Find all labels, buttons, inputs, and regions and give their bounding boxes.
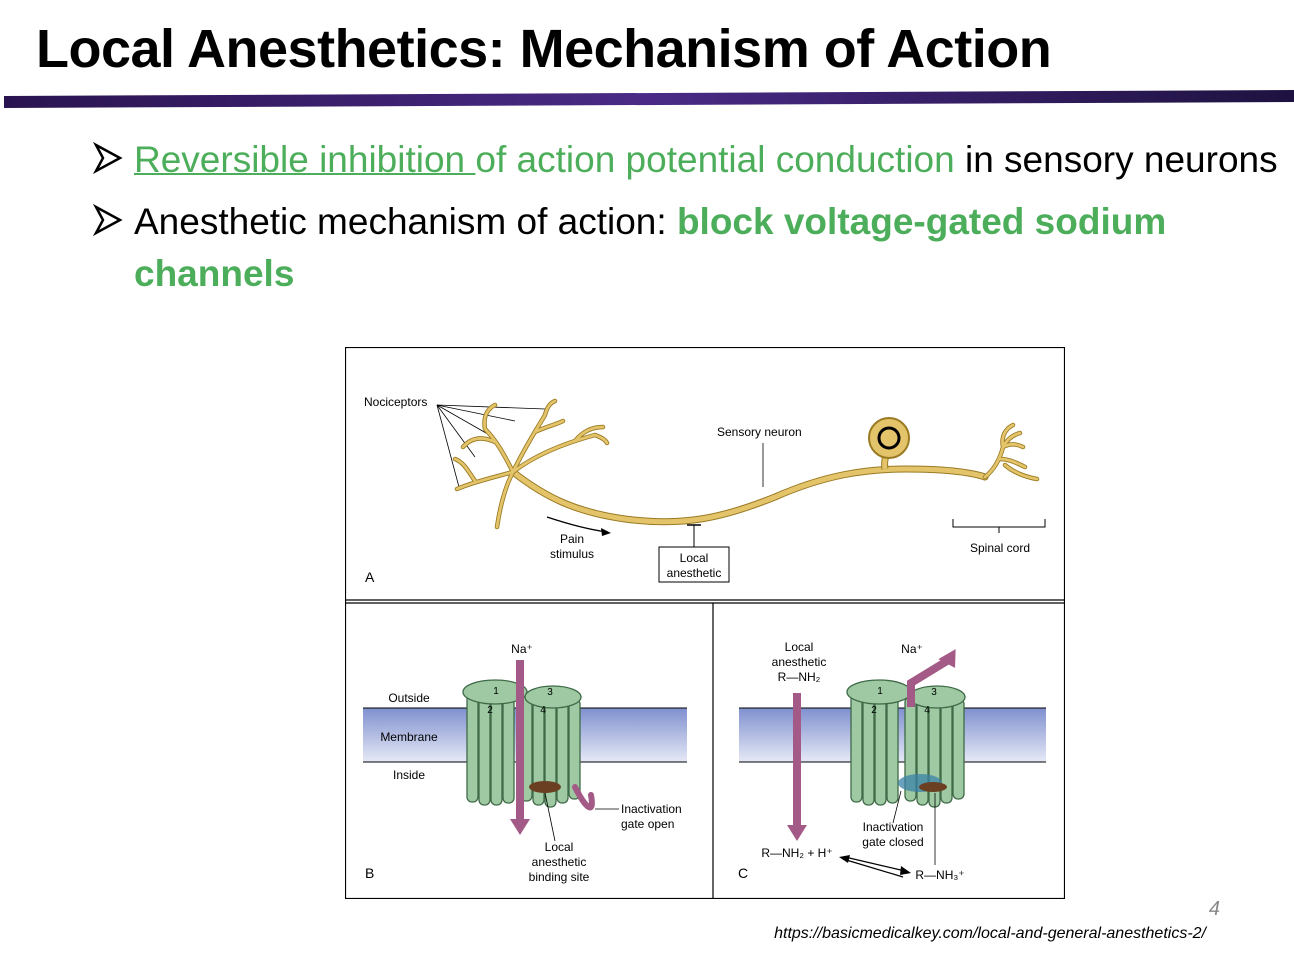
svg-text:3: 3 — [547, 687, 553, 698]
binding-site-label-2: anesthetic — [532, 855, 587, 869]
la-label-1: Local — [785, 640, 814, 654]
bullet-text: Anesthetic mechanism of action: — [134, 201, 677, 242]
bullet-green-text: of action potential conduction — [475, 139, 955, 180]
reversible-inhibition-link[interactable]: Reversible inhibition — [134, 139, 476, 180]
membrane-label: Membrane — [380, 730, 438, 744]
sensory-neuron-label: Sensory neuron — [717, 425, 802, 439]
svg-text:3: 3 — [931, 687, 937, 698]
svg-text:4: 4 — [540, 705, 546, 716]
bullet-item: Reversible inhibition of action potentia… — [92, 134, 1282, 186]
arrow-bullet-icon — [92, 204, 123, 236]
anesthetic-label: anesthetic — [667, 566, 722, 580]
svg-text:1: 1 — [493, 686, 499, 697]
page-title: Local Anesthetics: Mechanism of Action — [36, 19, 1052, 79]
na-label-c: Na⁺ — [901, 642, 923, 656]
sodium-channel — [846, 679, 966, 808]
bullet-item: Anesthetic mechanism of action: block vo… — [92, 196, 1282, 300]
cell-body — [868, 417, 910, 459]
pain-label: Pain — [560, 532, 584, 546]
mechanism-figure: Nociceptors Sensory neuron Pain stimulus… — [345, 347, 1065, 899]
panel-c-channel-blocked: 1 2 3 4 Local anesthetic R—NH₂ Na⁺ Inact… — [738, 640, 1046, 882]
svg-text:1: 1 — [877, 686, 883, 697]
gate-open-label-2: gate open — [621, 817, 674, 831]
nociceptors-label: Nociceptors — [364, 395, 427, 409]
binding-site-label-1: Local — [545, 840, 574, 854]
source-url: https://basicmedicalkey.com/local-and-ge… — [774, 925, 1206, 942]
inside-label: Inside — [393, 768, 425, 782]
panel-b-letter: B — [365, 865, 374, 881]
la-label-2: anesthetic — [772, 655, 827, 669]
local-label: Local — [680, 551, 709, 565]
spinal-cord-label: Spinal cord — [970, 541, 1030, 555]
gate-closed-label-2: gate closed — [862, 835, 923, 849]
panel-a-neuron-diagram: Nociceptors Sensory neuron Pain stimulus… — [364, 395, 1046, 585]
page-number: 4 — [1208, 898, 1220, 920]
panel-b-channel-open: 1 2 3 4 Na⁺ Outside Membrane Inside Inac… — [363, 642, 687, 884]
figure-frame — [345, 347, 1065, 899]
base-form-label: R—NH₂ + H⁺ — [761, 846, 832, 860]
bullet-green-bold-text: block voltage-gated sodium channels — [134, 201, 1167, 294]
nucleus — [877, 426, 901, 450]
panel-c-letter: C — [738, 865, 748, 881]
panel-a-letter: A — [365, 569, 375, 585]
gate-open-label-1: Inactivation — [621, 802, 682, 816]
svg-text:2: 2 — [487, 705, 493, 716]
gate-closed-label-1: Inactivation — [863, 820, 924, 834]
title-underline-bar — [4, 90, 1294, 108]
na-label-b: Na⁺ — [511, 642, 533, 656]
acid-form-label: R—NH₃⁺ — [915, 868, 964, 882]
stimulus-label: stimulus — [550, 547, 594, 561]
binding-site-label-3: binding site — [529, 870, 590, 884]
bullet-list: Reversible inhibition of action potentia… — [92, 134, 1282, 310]
outside-label: Outside — [388, 691, 430, 705]
bound-anesthetic — [919, 782, 947, 792]
svg-text:2: 2 — [871, 705, 877, 716]
arrow-bullet-icon — [92, 142, 123, 174]
svg-text:4: 4 — [924, 705, 930, 716]
la-label-3: R—NH₂ — [778, 670, 821, 684]
binding-site — [529, 781, 561, 793]
bullet-text: in sensory neurons — [954, 139, 1278, 180]
